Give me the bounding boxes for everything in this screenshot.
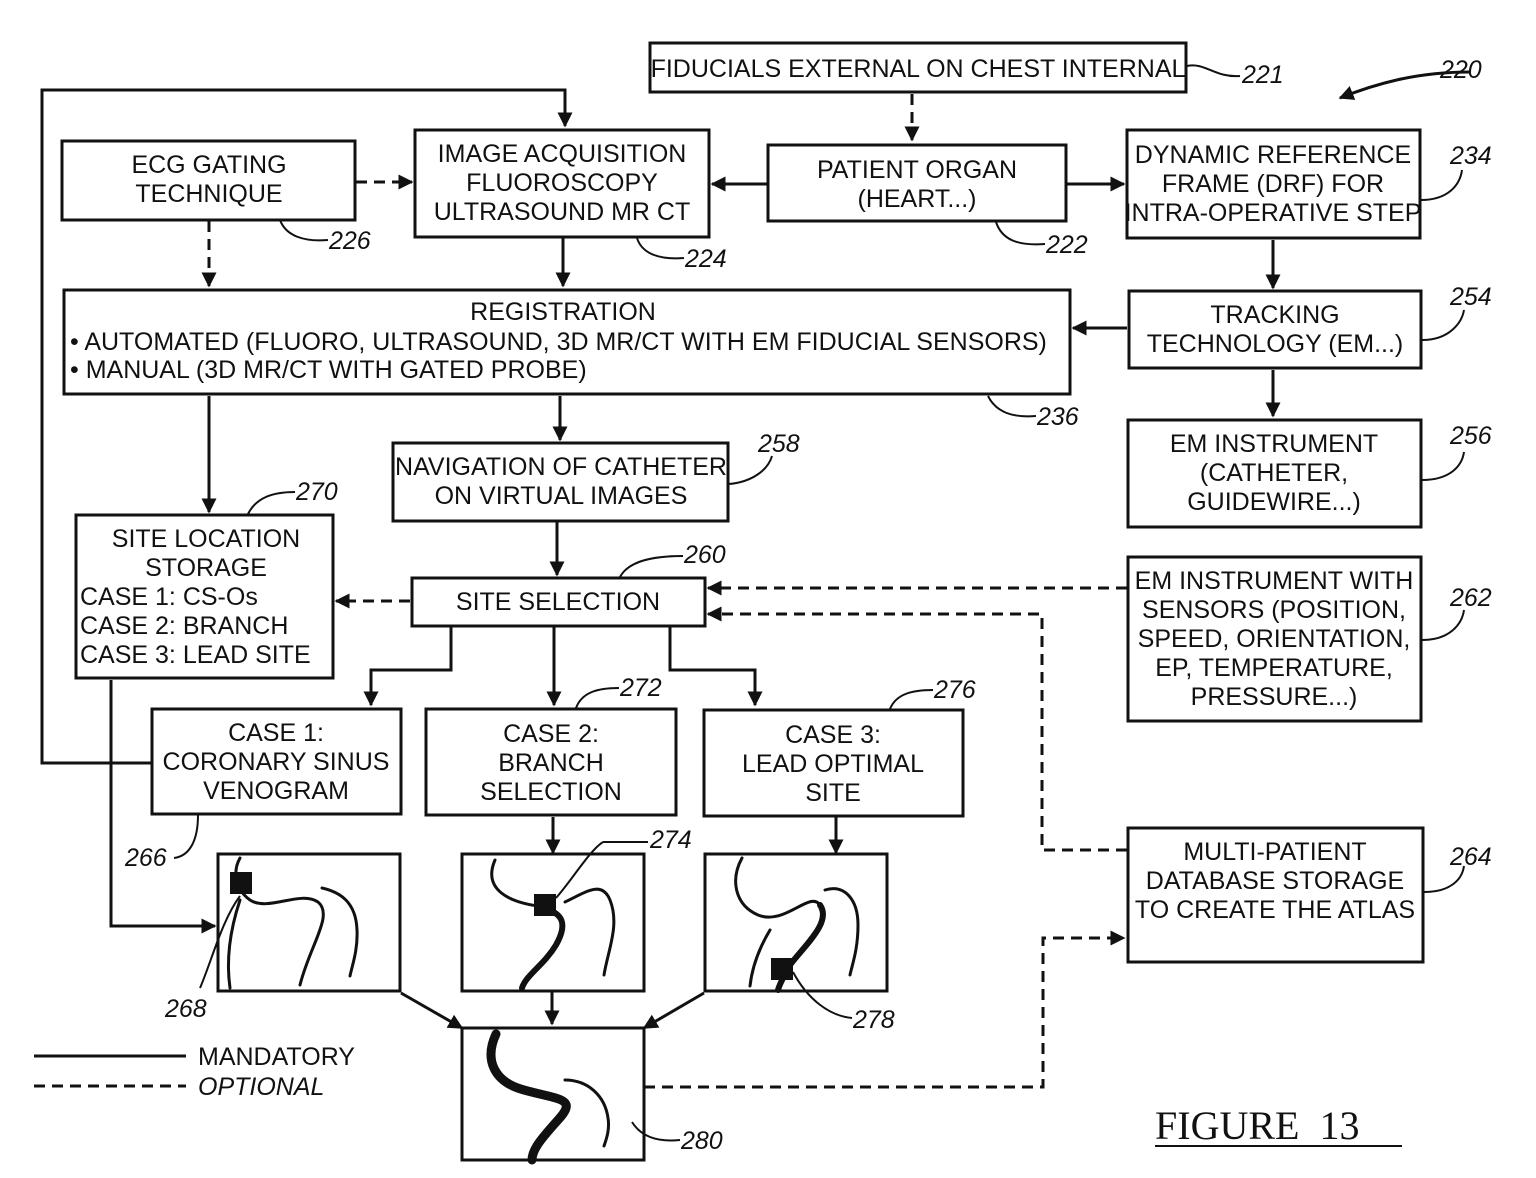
tracking-line-2: TECHNOLOGY (EM...) — [1147, 330, 1404, 358]
box-dynamic-reference-frame: DYNAMIC REFERENCE FRAME (DRF) FOR INTRA-… — [1125, 130, 1422, 238]
selection-to-case3-arrow — [670, 627, 755, 705]
registration-title: REGISTRATION — [470, 298, 656, 326]
site-marker-cs-os — [230, 872, 252, 894]
navigation-line-1: NAVIGATION OF CATHETER — [395, 453, 727, 481]
vessel-image-2 — [462, 854, 644, 991]
case3-line-3: SITE — [805, 779, 861, 807]
case1-line-2: CORONARY SINUS — [163, 748, 390, 776]
box-navigation: NAVIGATION OF CATHETER ON VIRTUAL IMAGES — [393, 443, 728, 521]
storage-case-2: CASE 2: BRANCH — [80, 612, 288, 640]
legend: MANDATORY OPTIONAL — [34, 1043, 355, 1101]
box-fiducials: FIDUCIALS EXTERNAL ON CHEST INTERNAL — [650, 43, 1186, 92]
box-case-3: CASE 3: LEAD OPTIMAL SITE — [704, 710, 963, 816]
box-image-acquisition: IMAGE ACQUISITION FLUOROSCOPY ULTRASOUND… — [415, 130, 709, 237]
drf-line-2: FRAME (DRF) FOR — [1162, 170, 1384, 198]
image1-to-final-arrow — [401, 993, 462, 1028]
instrument-line-3: GUIDEWIRE...) — [1187, 488, 1361, 516]
ecg-line-1: ECG GATING — [131, 151, 286, 179]
atlas-line-2: DATABASE STORAGE — [1146, 867, 1404, 895]
ref-270: 270 — [295, 478, 338, 506]
ref-220: 220 — [1439, 56, 1482, 84]
storage-case-3: CASE 3: LEAD SITE — [80, 641, 311, 669]
ref-278: 278 — [852, 1006, 895, 1034]
instrument-line-1: EM INSTRUMENT — [1170, 430, 1378, 458]
vessel-image-3 — [705, 854, 887, 991]
acquisition-line-1: IMAGE ACQUISITION — [438, 140, 687, 168]
atlas-line-1: MULTI-PATIENT — [1183, 838, 1366, 866]
sensors-line-3: SPEED, ORIENTATION, — [1138, 625, 1411, 653]
sensors-line-4: EP, TEMPERATURE, — [1155, 654, 1393, 682]
ref-274: 274 — [649, 826, 692, 854]
ecg-line-2: TECHNIQUE — [135, 180, 282, 208]
storage-line-1: SITE LOCATION — [112, 525, 300, 553]
vessel-image-1 — [218, 854, 400, 991]
organ-line-2: (HEART...) — [858, 185, 977, 213]
case1-line-3: VENOGRAM — [203, 777, 349, 805]
ref-280: 280 — [680, 1127, 723, 1155]
storage-case-1: CASE 1: CS-Os — [80, 583, 258, 611]
ref-254: 254 — [1449, 283, 1492, 311]
case2-line-2: BRANCH — [498, 749, 604, 777]
ref-262: 262 — [1449, 584, 1492, 612]
selection-to-case1-arrow — [371, 627, 451, 705]
organ-line-1: PATIENT ORGAN — [817, 156, 1017, 184]
figure-title: FIGURE 13 — [1155, 1103, 1402, 1148]
case3-line-2: LEAD OPTIMAL — [742, 750, 924, 778]
site-marker-lead — [771, 958, 793, 980]
ref-234: 234 — [1449, 142, 1492, 170]
box-em-instrument-sensors: EM INSTRUMENT WITH SENSORS (POSITION, SP… — [1128, 557, 1421, 721]
drf-line-3: INTRA-OPERATIVE STEP — [1125, 199, 1422, 227]
registration-manual: • MANUAL (3D MR/CT WITH GATED PROBE) — [70, 356, 587, 384]
ref-260: 260 — [683, 541, 726, 569]
legend-mandatory-label: MANDATORY — [198, 1043, 355, 1071]
ref-272: 272 — [619, 674, 662, 702]
acquisition-line-2: FLUOROSCOPY — [466, 169, 658, 197]
registration-automated: • AUTOMATED (FLUORO, ULTRASOUND, 3D MR/C… — [70, 328, 1047, 356]
ref-266: 266 — [124, 844, 167, 872]
figure-label: FIGURE 13 — [1155, 1103, 1359, 1148]
site-selection-label: SITE SELECTION — [456, 588, 660, 616]
ref-256: 256 — [1449, 422, 1492, 450]
ref-268: 268 — [164, 995, 207, 1023]
tracking-line-1: TRACKING — [1210, 301, 1339, 329]
box-ecg-gating: ECG GATING TECHNIQUE — [62, 141, 355, 220]
box-case-1: CASE 1: CORONARY SINUS VENOGRAM — [152, 709, 401, 814]
box-site-location-storage: SITE LOCATION STORAGE CASE 1: CS-Os CASE… — [76, 515, 333, 678]
case1-line-1: CASE 1: — [228, 719, 324, 747]
site-marker-branch — [534, 894, 556, 916]
navigation-line-2: ON VIRTUAL IMAGES — [435, 482, 688, 510]
box-tracking-technology: TRACKING TECHNOLOGY (EM...) — [1129, 291, 1421, 368]
ref-226: 226 — [328, 227, 371, 255]
box-case-2: CASE 2: BRANCH SELECTION — [426, 709, 676, 815]
sensors-line-5: PRESSURE...) — [1191, 683, 1358, 711]
case2-line-1: CASE 2: — [503, 720, 599, 748]
ref-224: 224 — [684, 245, 727, 273]
atlas-line-3: TO CREATE THE ATLAS — [1135, 896, 1415, 924]
ref-276: 276 — [933, 676, 976, 704]
acquisition-line-3: ULTRASOUND MR CT — [434, 198, 690, 226]
fiducials-label: FIDUCIALS EXTERNAL ON CHEST INTERNAL — [651, 55, 1186, 83]
box-atlas-database: MULTI-PATIENT DATABASE STORAGE TO CREATE… — [1128, 828, 1423, 962]
ref-258: 258 — [757, 430, 800, 458]
box-site-selection: SITE SELECTION — [412, 578, 705, 626]
legend-optional-label: OPTIONAL — [198, 1073, 324, 1101]
sensors-line-1: EM INSTRUMENT WITH — [1135, 567, 1414, 595]
image3-to-final-arrow — [644, 993, 704, 1028]
ref-221: 221 — [1241, 61, 1284, 89]
box-registration: REGISTRATION • AUTOMATED (FLUORO, ULTRAS… — [64, 290, 1070, 394]
vessel-image-final — [462, 1028, 644, 1160]
case3-line-1: CASE 3: — [785, 721, 881, 749]
sensors-line-2: SENSORS (POSITION, — [1142, 596, 1406, 624]
box-em-instrument: EM INSTRUMENT (CATHETER, GUIDEWIRE...) — [1128, 420, 1421, 527]
storage-line-2: STORAGE — [145, 554, 267, 582]
ref-236: 236 — [1036, 403, 1079, 431]
drf-line-1: DYNAMIC REFERENCE — [1135, 141, 1411, 169]
box-patient-organ: PATIENT ORGAN (HEART...) — [768, 145, 1066, 221]
case2-line-3: SELECTION — [480, 778, 622, 806]
ref-222: 222 — [1045, 231, 1088, 259]
ref-264: 264 — [1449, 843, 1492, 871]
instrument-line-2: (CATHETER, — [1200, 459, 1348, 487]
